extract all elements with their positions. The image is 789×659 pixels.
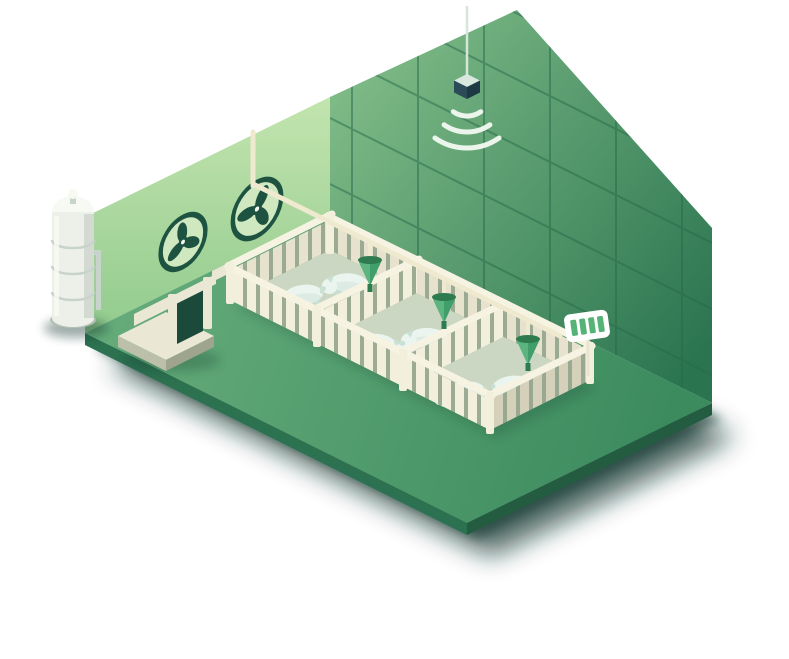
gate-lintel	[164, 274, 216, 310]
wifi-wave-2	[441, 122, 493, 135]
funnel-cone-highlight	[432, 297, 444, 323]
silo-bottom-cap	[52, 309, 94, 327]
gate-ramp-side-left	[118, 336, 166, 371]
feed-silo	[44, 189, 108, 338]
fence-front-left	[230, 270, 490, 430]
funnel-cone-highlight	[358, 260, 370, 286]
funnel-cone-highlight	[516, 339, 528, 365]
wifi-waves-icon	[432, 109, 502, 151]
sensor-box-left	[454, 80, 467, 99]
funnel-cap	[432, 293, 456, 301]
silo-right-shade	[84, 214, 94, 318]
wifi-wave-1	[450, 109, 484, 119]
fan-hub-cap	[254, 206, 260, 212]
ventilation-fan-1	[158, 211, 208, 273]
fence-rail	[397, 299, 509, 357]
funnel-tip	[525, 363, 531, 371]
funnel-tip	[441, 321, 447, 329]
funnel-tip	[367, 284, 373, 292]
gate-post-back	[203, 277, 212, 329]
fence-rail	[484, 342, 596, 400]
silo-left-highlight	[54, 216, 59, 316]
left-wall	[85, 97, 330, 333]
fan-hub-cap	[181, 239, 185, 245]
wifi-wave-3	[432, 135, 502, 151]
floor-edge-right	[467, 403, 712, 535]
fence-rail	[224, 210, 336, 270]
feed-funnel-1	[358, 242, 382, 292]
indicator-bar-1	[570, 319, 579, 336]
status-indicator	[564, 309, 610, 376]
feed-pipe	[250, 129, 563, 339]
indicator-bar-3	[588, 317, 596, 334]
silo-pipe	[96, 252, 101, 310]
fence-rail	[224, 262, 496, 400]
ventilation-fan-2	[230, 176, 284, 242]
fence-rail	[324, 212, 596, 350]
iot-sensor	[432, 6, 502, 151]
feed-funnel-3	[516, 320, 540, 371]
gate-wing-left	[134, 297, 168, 326]
indicator-bar-4	[596, 315, 605, 333]
funnel-cap	[358, 256, 382, 264]
fence-rail	[311, 255, 423, 313]
fence-post	[313, 305, 321, 347]
indicator-bar-2	[579, 318, 587, 335]
gate-post-front	[168, 294, 177, 346]
entry-gate	[118, 259, 236, 372]
funnel-cap	[516, 335, 540, 343]
fence-front-right	[490, 350, 590, 430]
silo-pipe-elbow	[88, 250, 101, 255]
floor-edge-left	[85, 333, 467, 535]
silo-knob	[68, 189, 78, 199]
fence-post	[226, 262, 234, 304]
sensor-box-right	[467, 80, 480, 99]
silo-knob-stem	[70, 196, 76, 204]
fence-post	[399, 349, 407, 391]
gate-ramp-side-right	[166, 336, 214, 371]
fence-post	[486, 392, 494, 434]
gate-opening	[177, 289, 203, 344]
pipe-main	[250, 181, 563, 339]
feed-funnel-2	[432, 279, 456, 329]
